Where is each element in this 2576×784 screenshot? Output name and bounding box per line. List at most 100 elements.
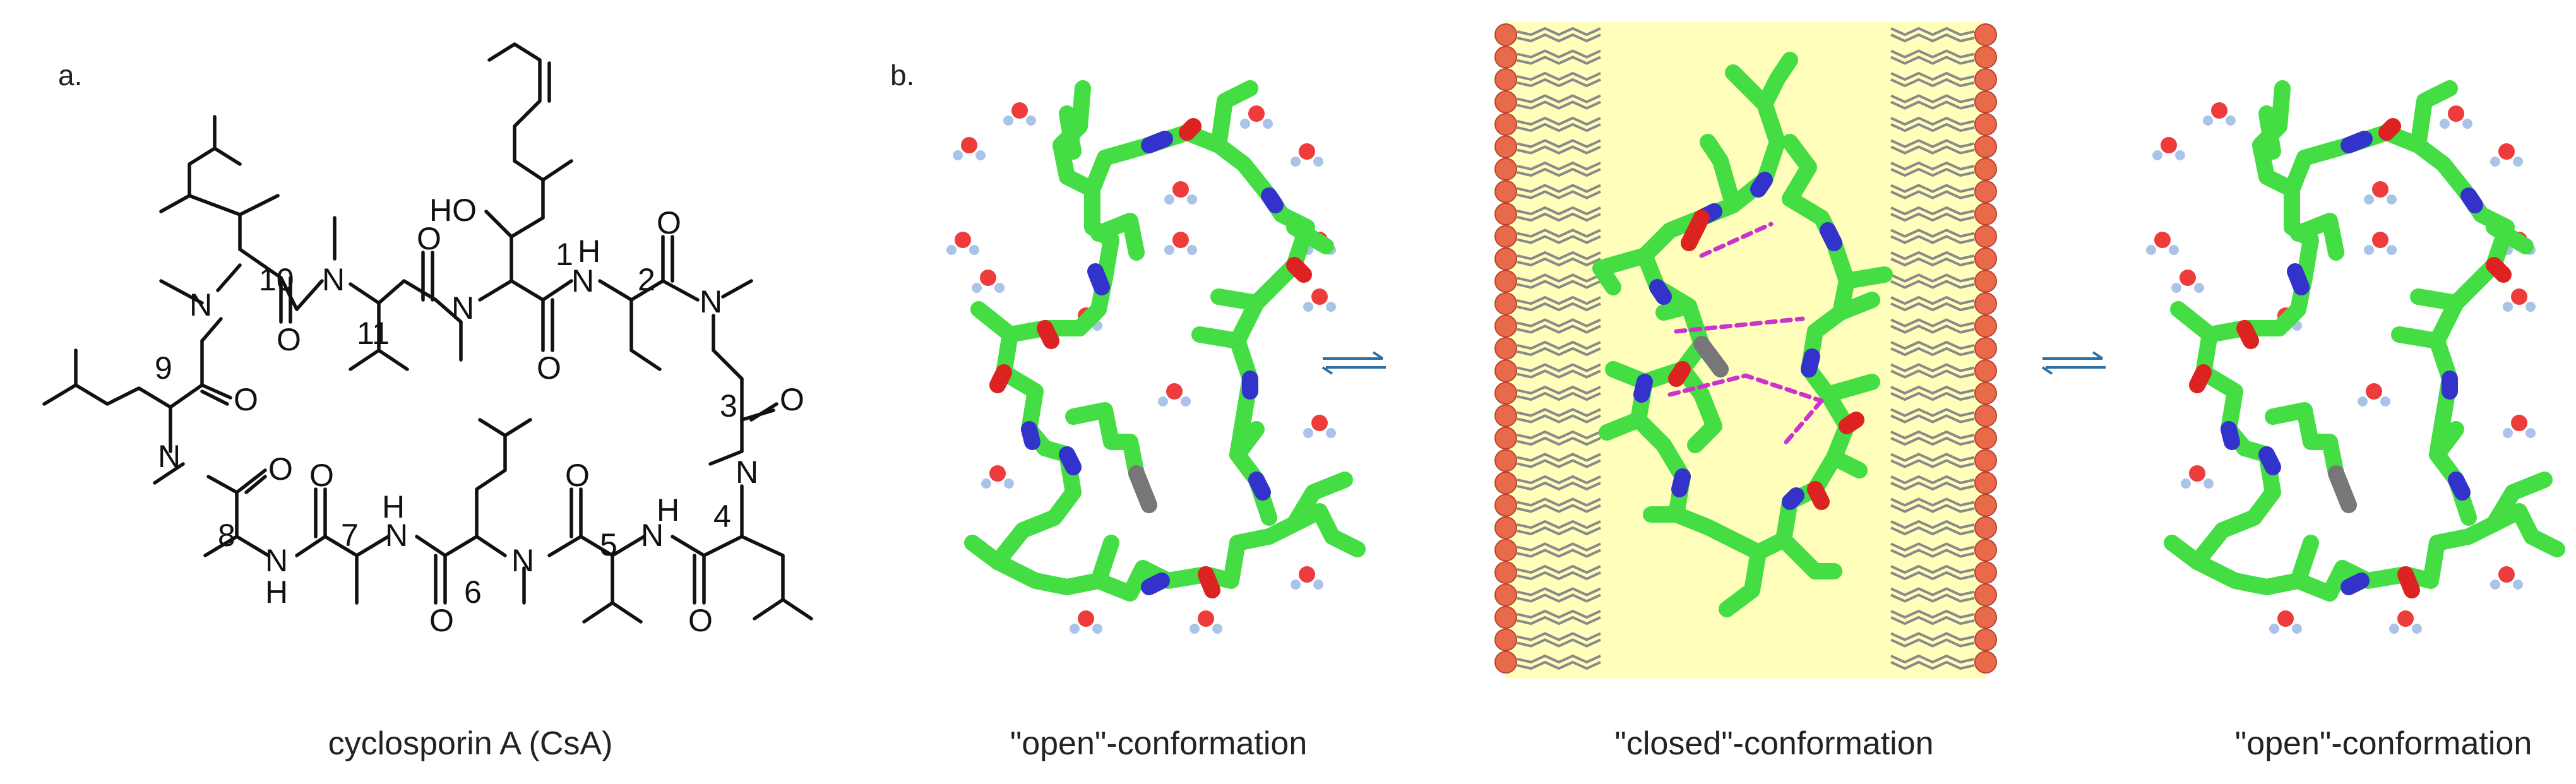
lipid-headgroup-icon bbox=[1494, 68, 1517, 91]
lipid-tail bbox=[1517, 587, 1601, 603]
equilibrium-arrow-icon bbox=[2041, 351, 2106, 375]
lipid-tail bbox=[1890, 408, 1975, 424]
water-molecule-icon bbox=[1164, 181, 1197, 205]
lipid-tail bbox=[1890, 27, 1975, 43]
lipid-headgroup-icon bbox=[1974, 538, 1997, 562]
lipid-layer-right bbox=[1890, 23, 1997, 674]
lipid-headgroup-icon bbox=[1494, 247, 1517, 270]
atom-N1: N bbox=[451, 290, 474, 326]
atom-O5: O bbox=[565, 458, 590, 493]
lipid-headgroup-icon bbox=[1974, 449, 1997, 472]
lipid-headgroup-icon bbox=[1974, 561, 1997, 584]
atom-N9: N bbox=[158, 439, 181, 474]
lipid-tail bbox=[1517, 94, 1601, 110]
lipid-tail bbox=[1890, 609, 1975, 626]
residue-number-9: 9 bbox=[155, 350, 172, 386]
caption-molecule: cyclosporin A (CsA) bbox=[328, 725, 613, 762]
lipid-headgroup-icon bbox=[1974, 472, 1997, 494]
residue-number-1: 1 bbox=[556, 237, 573, 272]
water-molecule-icon bbox=[1003, 102, 1036, 126]
residue-number-5: 5 bbox=[600, 527, 617, 562]
peptide-sticks bbox=[964, 80, 1366, 602]
lipid-tail bbox=[1890, 520, 1975, 536]
water-molecule-icon bbox=[2503, 288, 2536, 312]
lipid-headgroup-icon bbox=[1494, 606, 1517, 629]
lipid-tail bbox=[1890, 632, 1975, 648]
lipid-tail bbox=[1517, 632, 1601, 648]
lipid-headgroup-icon bbox=[1494, 449, 1517, 472]
lipid-tail bbox=[1517, 654, 1601, 670]
water-molecule-icon bbox=[2171, 270, 2204, 293]
lipid-headgroup-icon bbox=[1494, 583, 1517, 607]
atom-O4: O bbox=[688, 603, 713, 638]
open-conformation-left bbox=[946, 80, 1366, 634]
open-conformation-right bbox=[2146, 80, 2565, 634]
atom-N5-amide: N bbox=[641, 518, 664, 553]
lipid-tail bbox=[1517, 116, 1601, 133]
lipid-headgroup-icon bbox=[1494, 494, 1517, 517]
residue-number-4: 4 bbox=[713, 499, 731, 534]
lipid-tail bbox=[1517, 273, 1601, 289]
lipid-headgroup-icon bbox=[1974, 203, 1997, 225]
lipid-headgroup-icon bbox=[1494, 113, 1517, 136]
lipid-headgroup-icon bbox=[1494, 359, 1517, 383]
lipid-headgroup-icon bbox=[1974, 270, 1997, 293]
lipid-tail bbox=[1890, 229, 1975, 244]
water-molecule-icon bbox=[1070, 610, 1102, 634]
lipid-headgroup-icon bbox=[1494, 292, 1517, 315]
lipid-tail bbox=[1890, 295, 1975, 312]
lipid-tail bbox=[1890, 430, 1975, 446]
residue-number-7: 7 bbox=[341, 518, 359, 553]
water-molecule-icon bbox=[2389, 610, 2422, 634]
lipid-layer-left bbox=[1494, 23, 1601, 674]
lipid-tail bbox=[1517, 229, 1601, 244]
lipid-headgroup-icon bbox=[1974, 292, 1997, 315]
lipid-tail bbox=[1890, 161, 1975, 177]
water-molecule-icon bbox=[2269, 610, 2302, 634]
atom-O2: O bbox=[657, 205, 681, 241]
peptide-sticks-closed bbox=[1592, 52, 1893, 617]
lipid-tail bbox=[1517, 430, 1601, 446]
lipid-tail bbox=[1890, 497, 1975, 513]
panel-label-b: b. bbox=[890, 59, 915, 92]
lipid-headgroup-icon bbox=[1974, 427, 1997, 449]
atom-O10: O bbox=[277, 322, 301, 357]
residue-number-10: 10 bbox=[259, 262, 294, 297]
lipid-tail bbox=[1517, 363, 1601, 379]
lipid-headgroup-icon bbox=[1494, 135, 1517, 158]
lipid-tail bbox=[1517, 27, 1601, 43]
lipid-tail bbox=[1517, 340, 1601, 357]
lipid-tail bbox=[1890, 251, 1975, 267]
lipid-tail bbox=[1517, 408, 1601, 424]
lipid-tail bbox=[1517, 49, 1601, 65]
water-molecule-icon bbox=[1303, 415, 1336, 438]
lipid-tail bbox=[1517, 318, 1601, 334]
lipid-headgroup-icon bbox=[1974, 314, 1997, 338]
peptide-sticks bbox=[2164, 80, 2565, 602]
lipid-tail bbox=[1890, 385, 1975, 401]
lipid-headgroup-icon bbox=[1974, 628, 1997, 651]
water-molecule-icon bbox=[2503, 415, 2536, 438]
water-molecule-icon bbox=[946, 232, 979, 255]
lipid-headgroup-icon bbox=[1494, 472, 1517, 494]
structure-bonds bbox=[42, 42, 813, 624]
lipid-headgroup-icon bbox=[1974, 583, 1997, 607]
atom-N2: N bbox=[571, 263, 594, 299]
water-molecule-icon bbox=[2364, 181, 2397, 205]
atom-O9: O bbox=[234, 382, 258, 417]
water-molecule-icon bbox=[1164, 232, 1197, 255]
lipid-tail bbox=[1517, 139, 1601, 155]
lipid-tail bbox=[1890, 363, 1975, 379]
lipid-headgroup-icon bbox=[1494, 538, 1517, 562]
lipid-tail bbox=[1517, 475, 1601, 491]
lipid-headgroup-icon bbox=[1494, 90, 1517, 114]
lipid-headgroup-icon bbox=[1974, 23, 1997, 46]
water-molecule-icon bbox=[2490, 566, 2523, 590]
lipid-headgroup-icon bbox=[1974, 651, 1997, 674]
lipid-tail bbox=[1890, 94, 1975, 110]
lipid-tail bbox=[1517, 251, 1601, 267]
water-molecule-icon bbox=[2490, 143, 2523, 167]
atom-N3: N bbox=[700, 284, 722, 319]
lipid-headgroup-icon bbox=[1494, 203, 1517, 225]
atom-H8-amide: H bbox=[265, 574, 288, 610]
